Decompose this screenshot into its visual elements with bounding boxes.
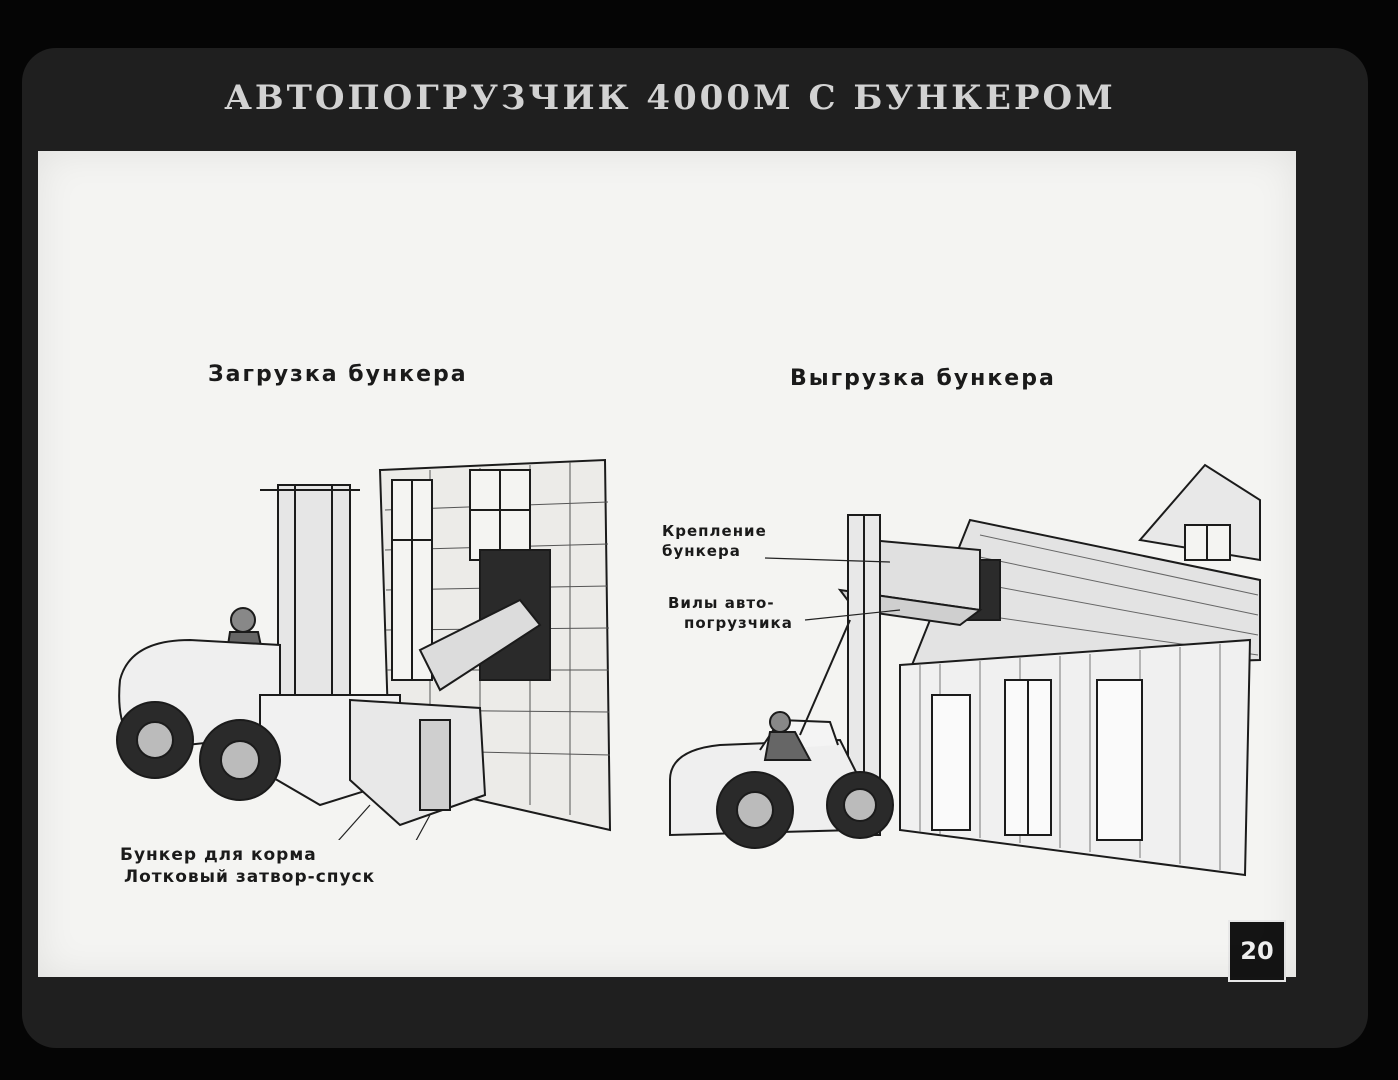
unloading-illustration: [669, 463, 1261, 877]
forks-label-line2: погрузчика: [684, 614, 793, 632]
right-heading: Выгрузка бункера: [790, 366, 1056, 391]
mount-label-line1: Крепление: [662, 522, 767, 540]
page-number-badge: 20: [1228, 920, 1286, 982]
left-heading: Загрузка бункера: [208, 362, 468, 387]
forks-label-line1: Вилы авто-: [668, 594, 775, 612]
bunker-caption: Бункер для корма: [120, 845, 317, 865]
loading-illustration: [116, 458, 612, 840]
mount-label-line2: бункера: [662, 542, 741, 560]
slide-title: АВТОПОГРУЗЧИК 4000М С БУНКЕРОМ: [224, 78, 1116, 118]
gate-caption: Лотковый затвор-спуск: [124, 867, 376, 887]
